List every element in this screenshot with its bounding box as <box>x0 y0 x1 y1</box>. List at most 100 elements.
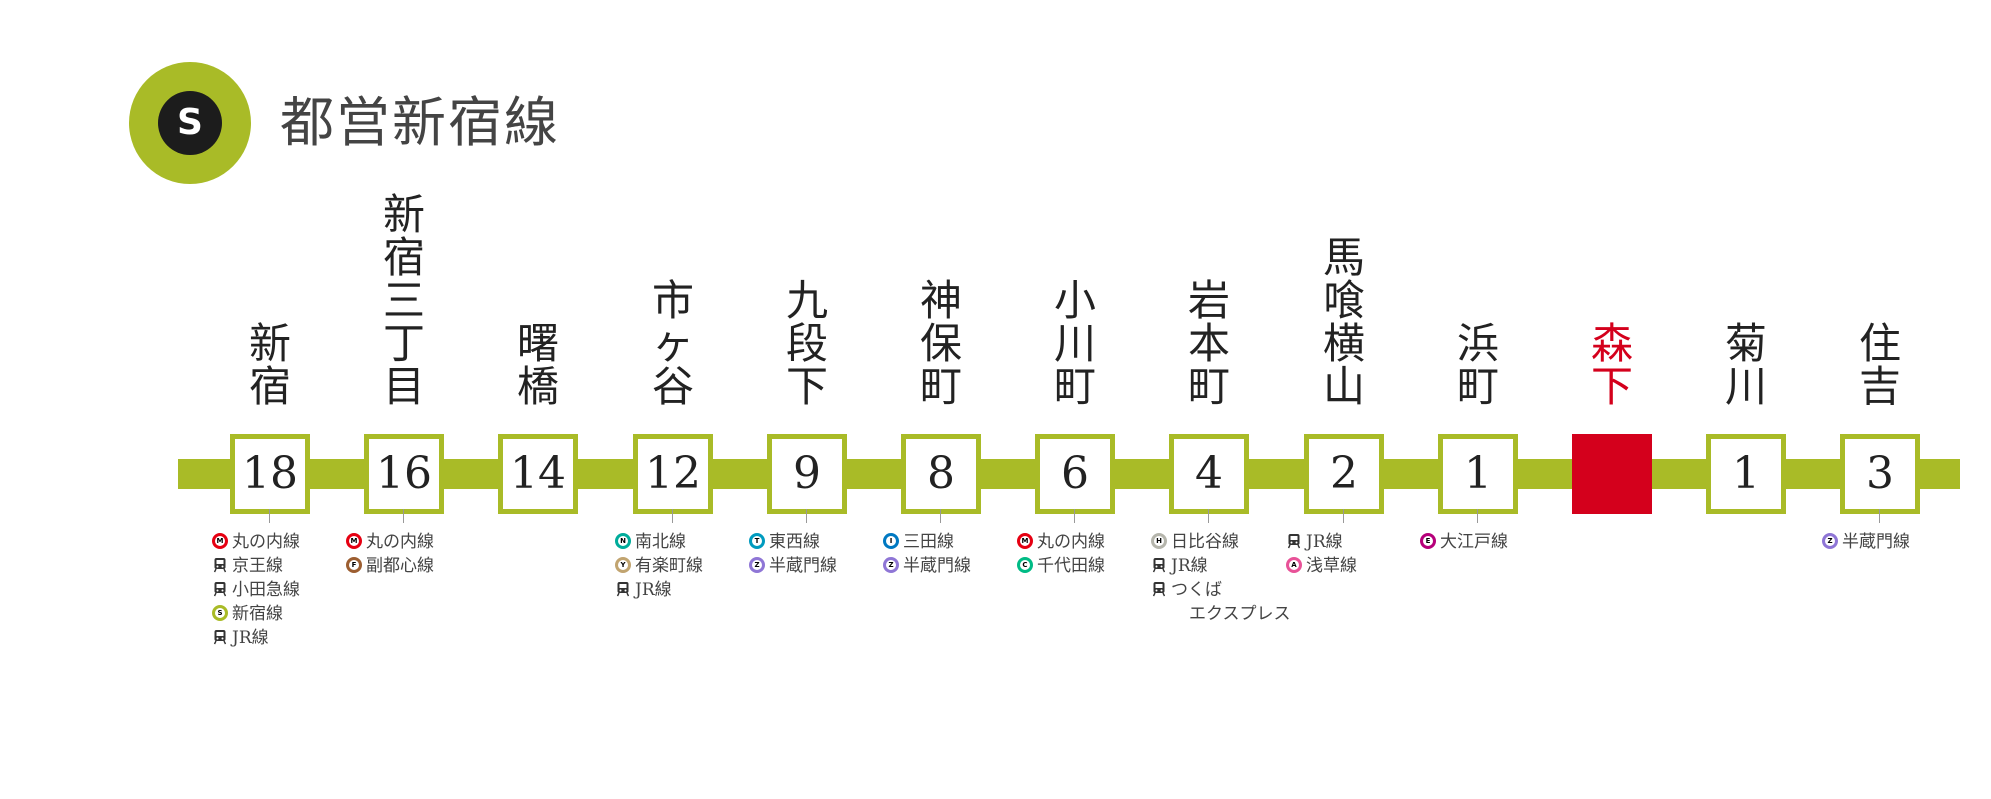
line-letter: I <box>886 536 896 546</box>
station-number-box: 3 <box>1840 434 1920 514</box>
transfer-connector <box>403 509 404 523</box>
transfer-label: 副都心線 <box>366 556 434 576</box>
transfer-item: JR線 <box>1151 554 1321 578</box>
transfer-item: Y 有楽町線 <box>615 554 785 578</box>
line-letter: M <box>215 536 225 546</box>
train-icon <box>213 630 227 645</box>
station-name-char: 町 <box>1456 362 1499 411</box>
transfer-label: JR線 <box>635 580 672 600</box>
shinjuku-line-icon: S <box>212 605 228 621</box>
station-number-box: 1 <box>1438 434 1518 514</box>
station-number-box: 12 <box>633 434 713 514</box>
station-number-box: 1 <box>1706 434 1786 514</box>
station-name: 岩本町 <box>1169 279 1249 408</box>
station-name: 曙橋 <box>498 322 578 408</box>
station-name: 住吉 <box>1840 322 1920 408</box>
hanzomon-line-icon: Z <box>883 557 899 573</box>
line-logo-icon: S <box>129 62 251 184</box>
station-number-box: 9 <box>767 434 847 514</box>
station-name-char: 丁 <box>382 319 425 368</box>
marunouchi-line-icon: M <box>212 533 228 549</box>
line-letter: M <box>349 536 359 546</box>
transfer-connector <box>940 509 941 523</box>
transfer-item: JR線 <box>212 626 382 650</box>
transfer-label: JR線 <box>1171 556 1208 576</box>
transfer-item: つくば <box>1151 578 1321 602</box>
transfer-label: 有楽町線 <box>635 556 703 576</box>
station-name-char: ヶ <box>651 319 694 368</box>
hibiya-line-icon: H <box>1151 533 1167 549</box>
line-letter: Y <box>618 560 628 570</box>
station-name-char: 市 <box>651 276 694 325</box>
transfer-label: 半蔵門線 <box>769 556 837 576</box>
station-name-char: 谷 <box>651 362 694 411</box>
line-letter: A <box>1289 560 1299 570</box>
transfer-label: JR線 <box>232 628 269 648</box>
marunouchi-line-icon: M <box>1017 533 1033 549</box>
station-name-char: 岩 <box>1187 276 1230 325</box>
station-name-char: 菊 <box>1724 319 1767 368</box>
station-8: 岩本町 4 <box>1169 0 1249 799</box>
transfer-label: 浅草線 <box>1306 556 1357 576</box>
transfer-item: F 副都心線 <box>346 554 516 578</box>
train-icon <box>616 582 630 597</box>
station-3: 曙橋 14 <box>498 0 578 799</box>
transfer-connector <box>1879 509 1880 523</box>
station-number-box: 4 <box>1169 434 1249 514</box>
hanzomon-line-icon: Z <box>1822 533 1838 549</box>
transfer-item: JR線 <box>1286 530 1456 554</box>
station-number-box: 14 <box>498 434 578 514</box>
station-name-char: 宿 <box>248 362 291 411</box>
station-name-char: 橋 <box>516 362 559 411</box>
namboku-line-icon: N <box>615 533 631 549</box>
transfer-item: 京王線 <box>212 554 382 578</box>
transfer-label: 小田急線 <box>232 580 300 600</box>
station-name-char: 新 <box>382 190 425 239</box>
line-letter: H <box>1154 536 1164 546</box>
train-icon <box>1287 534 1301 549</box>
line-letter: F <box>349 560 359 570</box>
fukutoshin-line-icon: F <box>346 557 362 573</box>
station-11: 森下 <box>1572 0 1652 799</box>
line-letter: M <box>1020 536 1030 546</box>
station-4: 市ヶ谷 12 <box>633 0 713 799</box>
station-name: 森下 <box>1572 322 1652 408</box>
line-letter: Z <box>886 560 896 570</box>
station-number-box: 2 <box>1304 434 1384 514</box>
station-name-char: 保 <box>919 319 962 368</box>
hanzomon-line-icon: Z <box>749 557 765 573</box>
transfer-label: 京王線 <box>232 556 283 576</box>
asakusa-line-icon: A <box>1286 557 1302 573</box>
transfer-label: 大江戸線 <box>1440 532 1508 552</box>
transfer-item: A 浅草線 <box>1286 554 1456 578</box>
station-number-box: 18 <box>230 434 310 514</box>
station-13: 住吉 3 <box>1840 0 1920 799</box>
station-name-char: 馬 <box>1322 233 1365 282</box>
station-name-char: 町 <box>1187 362 1230 411</box>
line-letter: C <box>1020 560 1030 570</box>
station-name-char: 三 <box>382 276 425 325</box>
